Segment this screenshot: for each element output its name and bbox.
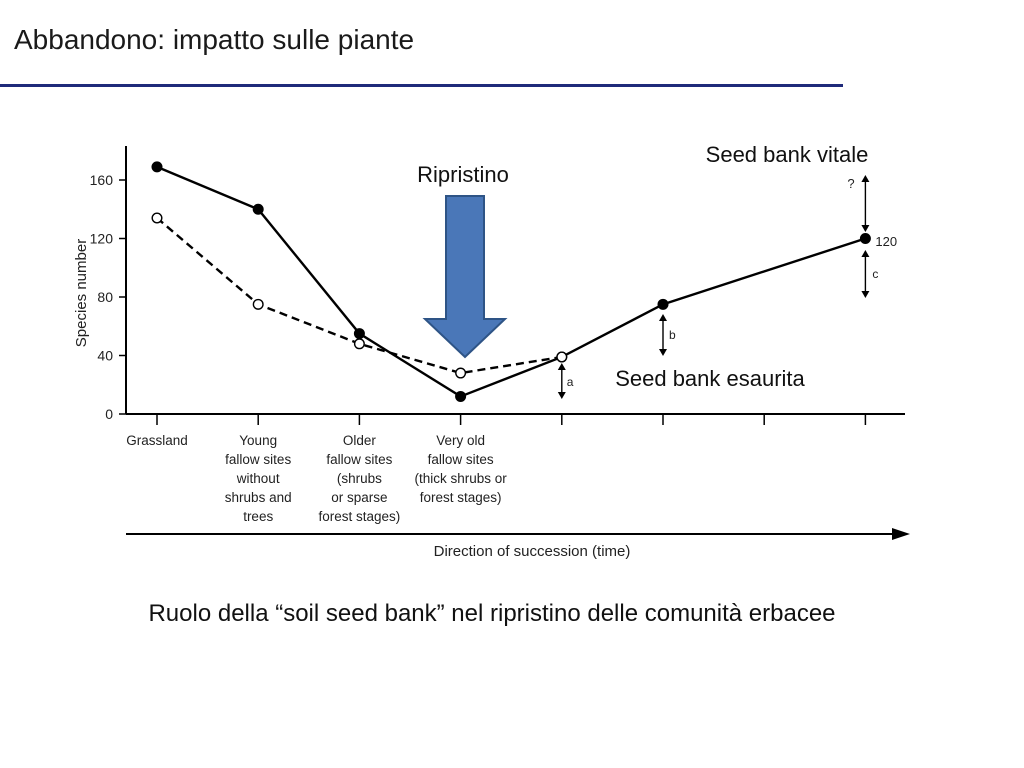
x-tick-label: without [236,471,280,486]
x-tick-label: trees [243,509,273,524]
arrow-top-head-up [861,175,870,182]
slide-caption: Ruolo della “soil seed bank” nel riprist… [148,600,836,627]
question-mark: ? [847,176,854,191]
y-tick-label: 120 [90,231,114,247]
arrow-a-head-down [557,392,566,399]
arrow-b-head-up [659,314,667,321]
x-tick-label: or sparse [331,490,387,505]
arrow-c-head-up [861,250,870,257]
data-point-open [556,351,568,363]
x-tick-label: Older [343,433,377,448]
x-tick-label: fallow sites [225,452,291,467]
x-tick-label: fallow sites [326,452,392,467]
data-point-open [455,367,467,379]
data-point-filled [657,298,669,310]
ripristino-label: Ripristino [417,162,509,187]
data-point-filled [455,390,467,402]
seed-bank-esaurita-label: Seed bank esaurita [615,366,805,391]
seed-bank-vitale-label: Seed bank vitale [706,142,869,167]
x-tick-label: (thick shrubs or [414,471,507,486]
y-tick-label: 40 [97,348,113,364]
x-tick-label: fallow sites [428,452,494,467]
data-point-open [151,212,163,224]
arrow-c-head-down [861,291,870,298]
data-point-filled [252,203,264,215]
series-line-1 [156,165,866,398]
data-point-filled [859,232,871,244]
x-tick-label: shrubs and [225,490,292,505]
y-tick-label: 0 [105,406,113,422]
data-point-filled [151,161,163,173]
x-tick-label: Young [239,433,277,448]
title-rule [0,84,843,87]
y-tick-label: 80 [97,289,113,305]
x-tick-label: (shrubs [337,471,382,486]
slide-title: Abbandono: impatto sulle piante [14,24,415,55]
data-point-filled [353,328,365,340]
ripristino-arrow [422,195,508,359]
x-tick-label: Grassland [126,433,188,448]
x-tick-label: Very old [436,433,485,448]
series-line-2 [156,217,562,375]
data-point-open [353,338,365,350]
arrow-top-head-down [861,225,870,232]
x-axis-label: Direction of succession (time) [434,543,631,560]
arrow-b-head-down [659,349,667,356]
label-c: c [872,267,878,281]
label-a: a [567,375,574,389]
succession-arrowhead [892,528,910,540]
arrow-a-head-up [557,363,566,370]
x-tick-label: forest stages) [420,490,502,505]
chart-series [151,161,871,402]
data-point-open [252,298,264,310]
x-tick-label: forest stages) [319,509,401,524]
label-b: b [669,328,676,342]
end-value-label: 120 [875,234,897,249]
y-axis-label: Species number [73,239,90,347]
y-tick-label: 160 [90,172,114,188]
